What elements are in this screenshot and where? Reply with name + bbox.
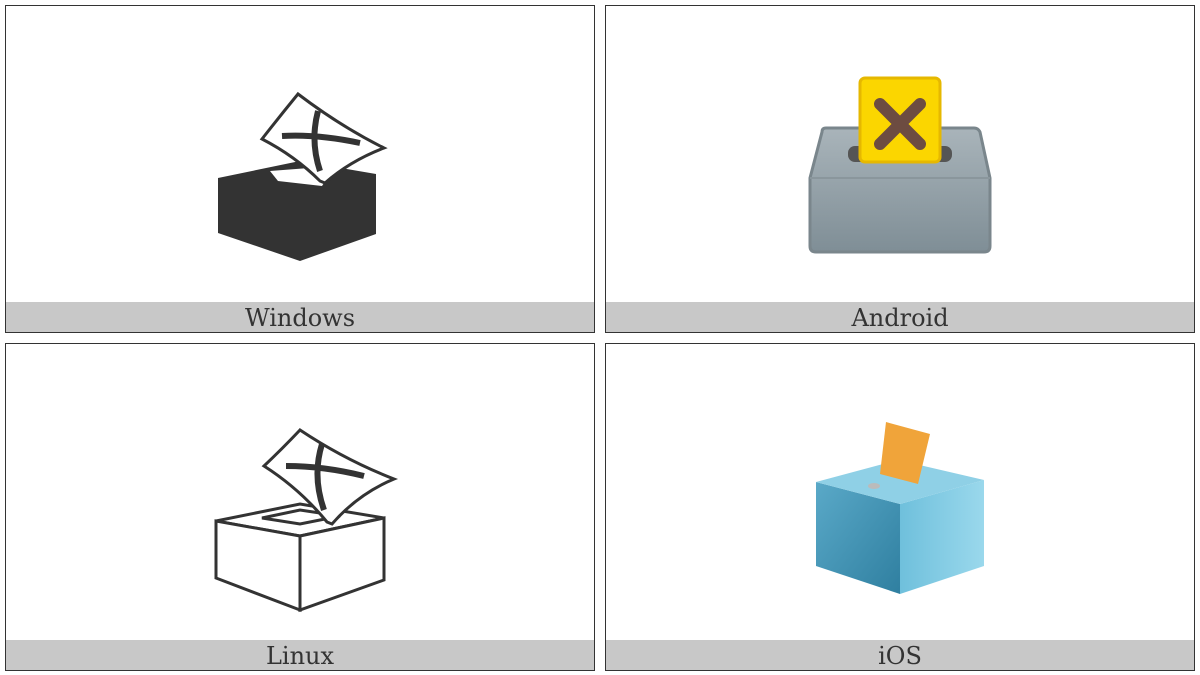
ballot-box-icon	[214, 428, 399, 613]
ballot-box-icon	[808, 76, 992, 254]
panel-ios: iOS	[605, 343, 1195, 671]
ballot-box-icon	[816, 422, 984, 594]
panel-android: Android	[605, 5, 1195, 333]
panel-linux: Linux	[5, 343, 595, 671]
platform-label: Linux	[6, 640, 594, 670]
platform-label: iOS	[606, 640, 1194, 670]
panel-windows: Windows	[5, 5, 595, 333]
ballot-box-icon	[218, 91, 388, 261]
platform-label: Android	[606, 302, 1194, 332]
platform-label: Windows	[6, 302, 594, 332]
